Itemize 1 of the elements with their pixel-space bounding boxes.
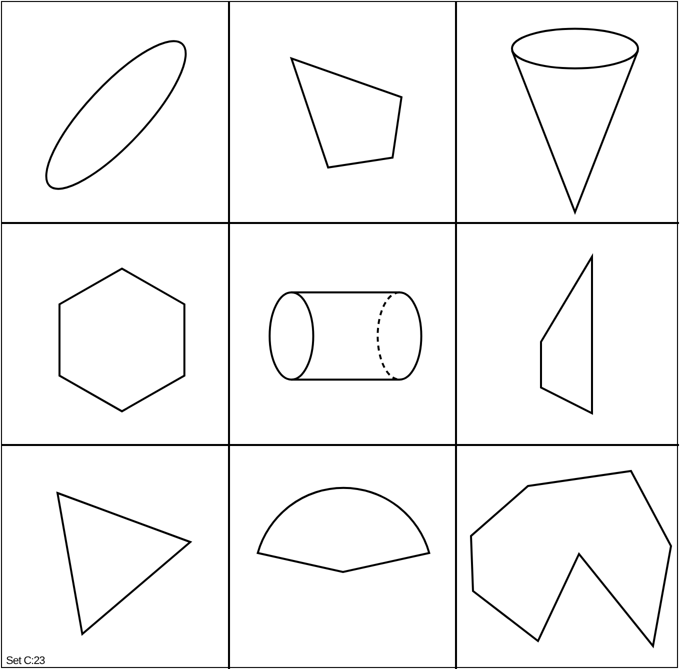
set-label: Set C:23 (6, 655, 45, 667)
